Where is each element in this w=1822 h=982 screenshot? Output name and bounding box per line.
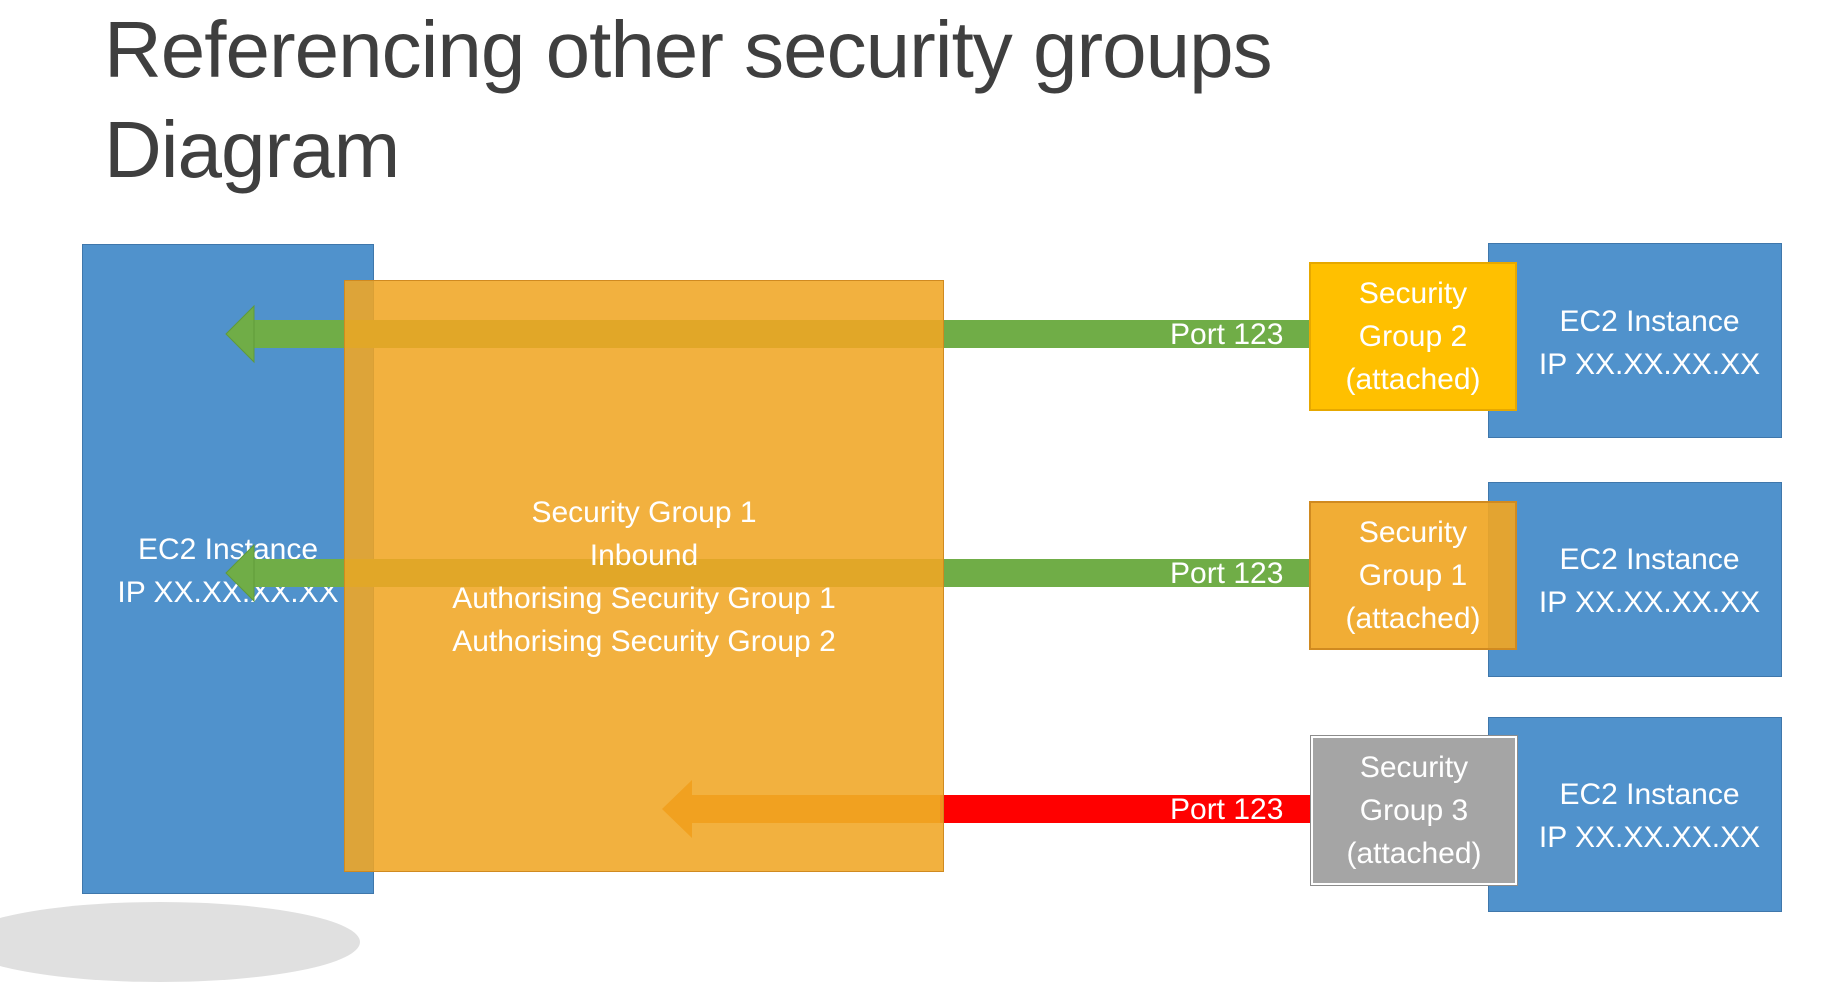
security-group-2-attached-label: Security Group 2 (attached) (1309, 272, 1517, 401)
port-label-row-3: Port 123 (1170, 793, 1284, 826)
security-group-1-main-rule-1: Authorising Security Group 1 (452, 582, 836, 615)
arrow-row-3-shaft (940, 795, 1310, 823)
security-group-2-attached (1309, 262, 1517, 411)
security-group-3-line3: (attached) (1346, 837, 1482, 870)
arrow-row-1-head (225, 304, 255, 364)
security-group-1-main-inbound: Inbound (589, 539, 699, 572)
security-group-1-main (344, 280, 944, 872)
security-group-1-attached-line1: Security (1358, 516, 1468, 549)
ec2-instance-row-1-name: EC2 Instance (1559, 305, 1740, 338)
diagram-title: Referencing other security groups Diagra… (104, 0, 1273, 200)
slide-decoration (0, 902, 360, 982)
ec2-instance-row-3 (1488, 717, 1782, 912)
ec2-instance-row-3-name: EC2 Instance (1559, 778, 1740, 811)
security-group-1-attached-line2: Group 1 (1358, 559, 1468, 592)
diagram-title-line2: Diagram (104, 105, 400, 194)
security-group-2-line3: (attached) (1345, 363, 1481, 396)
port-label-row-1: Port 123 (1170, 318, 1284, 351)
ec2-instance-row-2-name: EC2 Instance (1559, 543, 1740, 576)
ec2-instance-row-1-label: EC2 Instance IP XX.XX.XX.XX (1517, 300, 1782, 386)
ec2-instance-row-3-ip: IP XX.XX.XX.XX (1538, 821, 1761, 854)
security-group-3-line2: Group 3 (1359, 794, 1469, 827)
ec2-instance-row-3-label: EC2 Instance IP XX.XX.XX.XX (1517, 773, 1782, 859)
security-group-1-main-label: Security Group 1 Inbound Authorising Sec… (344, 491, 944, 663)
arrow-row-2-head (225, 543, 255, 603)
port-label-row-2: Port 123 (1170, 557, 1284, 590)
security-group-3-line1: Security (1359, 751, 1469, 784)
security-group-1-attached-label: Security Group 1 (attached) (1309, 511, 1517, 640)
security-group-3-attached (1311, 736, 1517, 885)
security-group-1-main-rule-2: Authorising Security Group 2 (452, 625, 836, 658)
security-group-1-attached-line3: (attached) (1345, 602, 1481, 635)
security-group-2-line2: Group 2 (1358, 320, 1468, 353)
ec2-instance-row-1-ip: IP XX.XX.XX.XX (1538, 348, 1761, 381)
ec2-instance-row-2-label: EC2 Instance IP XX.XX.XX.XX (1517, 538, 1782, 624)
ec2-instance-row-2-ip: IP XX.XX.XX.XX (1538, 586, 1761, 619)
security-group-3-attached-label: Security Group 3 (attached) (1311, 746, 1517, 875)
ec2-instance-row-1 (1488, 243, 1782, 438)
security-group-1-main-title: Security Group 1 (531, 496, 757, 529)
security-group-2-line1: Security (1358, 277, 1468, 310)
diagram-title-line1: Referencing other security groups (104, 5, 1273, 94)
security-group-1-attached (1309, 501, 1517, 650)
